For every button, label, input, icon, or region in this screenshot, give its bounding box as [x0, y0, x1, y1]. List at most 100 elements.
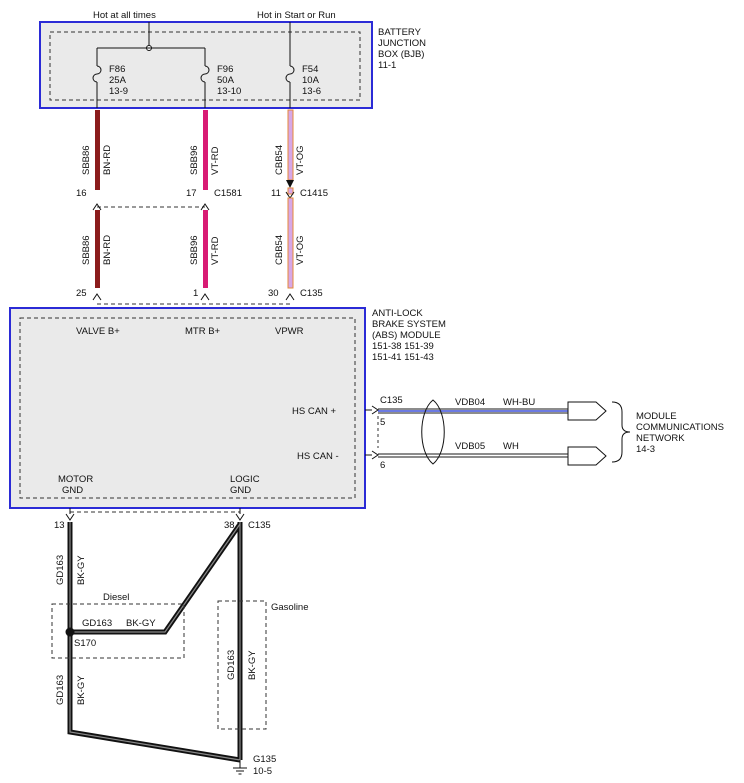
abs-title-line: ANTI-LOCK — [372, 308, 423, 319]
fuse-name: F54 — [302, 64, 318, 75]
pin-17-label: 17 — [186, 188, 197, 199]
connector-pin1-symbol — [200, 293, 210, 301]
hs-can-plus-label: HS CAN + — [292, 406, 337, 417]
connector-pin30-symbol — [285, 293, 295, 301]
bjb-title-line: JUNCTION — [378, 38, 426, 49]
color-label: VT-OG — [295, 145, 306, 175]
circuit-label: GD163 — [226, 650, 237, 680]
wire-cbb54-stub — [287, 187, 294, 195]
abs-title-line: 151-38 151-39 — [372, 341, 434, 352]
wire-cbb54-upper — [287, 109, 294, 181]
abs-module-title: ANTI-LOCK BRAKE SYSTEM (ABS) MODULE 151-… — [372, 308, 446, 363]
fuse-f96-symbol — [200, 65, 210, 83]
fuse-f96-label: F96 50A 13-10 — [217, 64, 241, 97]
circuit-label: SBB86 — [81, 235, 92, 265]
pin-6-label: 6 — [380, 460, 385, 471]
hs-can-minus-label: HS CAN - — [297, 451, 339, 462]
network-title-line: COMMUNICATIONS — [636, 422, 724, 433]
motor-gnd-label: MOTOR — [58, 474, 93, 485]
vpwr-label: VPWR — [275, 326, 304, 337]
connector-c1581-label: C1581 — [214, 188, 242, 199]
hot-in-start-or-run-label: Hot in Start or Run — [257, 10, 336, 21]
wire-vdb04-circuit-label: VDB04 — [455, 397, 485, 408]
wire-vdb05-circuit-label: VDB05 — [455, 441, 485, 452]
wire-sbb96-lower — [203, 210, 208, 288]
color-label: BK-GY — [247, 650, 258, 680]
pin-13-label: 13 — [54, 520, 65, 531]
wire-gd163-diesel-color-label: BK-GY — [126, 618, 156, 629]
wire-sbb86-lower — [95, 210, 100, 288]
circuit-label: SBB96 — [189, 235, 200, 265]
circuit-label: SBB86 — [81, 145, 92, 175]
bjb-title-line: BATTERY — [378, 27, 422, 38]
connector-c1415-arrow — [286, 180, 294, 188]
ground-wires — [67, 522, 243, 763]
circuit-label: CBB54 — [274, 235, 285, 265]
abs-module-inner-outline — [19, 317, 356, 499]
wire-gd163-diesel-circuit-label: GD163 — [82, 618, 112, 629]
fuse-ref: 13-6 — [302, 86, 321, 97]
network-brace — [611, 401, 631, 463]
wire-label-sbb96-lower: SBB96 VT-RD — [189, 235, 221, 265]
circuit-label: SBB96 — [189, 145, 200, 175]
hot-at-all-times-label: Hot at all times — [93, 10, 156, 21]
connector-pin17-symbol — [200, 203, 210, 211]
pin-16-label: 16 — [76, 188, 87, 199]
wire-gd163-diesel — [70, 522, 243, 635]
fuse-ref: 13-10 — [217, 86, 241, 97]
color-label: BN-RD — [102, 145, 113, 175]
wire-vdb04-color-label: WH-BU — [503, 397, 535, 408]
connector-pin25-symbol — [92, 293, 102, 301]
network-title-line: MODULE — [636, 411, 677, 422]
circuit-label: CBB54 — [274, 145, 285, 175]
wire-gd163-diesel-tracer — [70, 523, 241, 633]
pin-38-label: 38 — [224, 520, 235, 531]
logic-gnd-label: LOGIC — [230, 474, 260, 485]
network-arrow-plus — [567, 401, 607, 421]
network-connector-label: C135 — [380, 395, 403, 406]
bjb-title-line: 11-1 — [378, 60, 396, 71]
pin-5-label: 5 — [380, 417, 385, 428]
network-arrow-minus — [567, 446, 607, 466]
gasoline-option-box — [217, 600, 267, 730]
color-label: VT-RD — [210, 146, 221, 175]
gasoline-label: Gasoline — [271, 602, 309, 613]
valve-b-plus-label: VALVE B+ — [76, 326, 120, 337]
wire-sbb86-upper — [95, 110, 100, 190]
color-label: VT-OG — [295, 235, 306, 265]
wire-label-cbb54-upper: CBB54 VT-OG — [274, 145, 306, 175]
bjb-box — [39, 21, 373, 109]
fuse-amps: 25A — [109, 75, 127, 86]
pin-11-label: 11 — [271, 188, 281, 199]
circuit-label: GD163 — [55, 675, 66, 705]
color-label: VT-RD — [210, 236, 221, 265]
twisted-pair-symbol — [421, 399, 445, 465]
color-label: BN-RD — [102, 235, 113, 265]
connector-c135-top-label: C135 — [300, 288, 323, 299]
wire-cbb54-lower — [287, 197, 294, 289]
fuse-f54-label: F54 10A 13-6 — [302, 64, 321, 97]
fuse-name: F86 — [109, 64, 125, 75]
fuse-name: F96 — [217, 64, 233, 75]
connector-pin16-symbol — [92, 203, 102, 211]
fuse-f86-label: F86 25A 13-9 — [109, 64, 128, 97]
wire-label-gd163-gasoline: GD163 BK-GY — [226, 650, 258, 680]
connector-pin5-symbol — [371, 405, 379, 415]
abs-module-box — [9, 307, 366, 509]
connector-pin13-symbol — [65, 513, 75, 521]
bjb-title-line: BOX (BJB) — [378, 49, 424, 60]
network-title: MODULE COMMUNICATIONS NETWORK 14-3 — [636, 411, 724, 455]
logic-gnd-label: GND — [230, 485, 251, 496]
wire-label-sbb86-lower: SBB86 BN-RD — [81, 235, 113, 265]
splice-s170-label: S170 — [74, 638, 96, 649]
pin-30-label: 30 — [268, 288, 279, 299]
fuse-amps: 50A — [217, 75, 235, 86]
pin-1-label: 1 — [193, 288, 198, 299]
diesel-option-box — [51, 603, 185, 659]
connector-pin6-symbol — [371, 450, 379, 460]
connector-pin38-symbol — [235, 513, 245, 521]
splice-s170-dot — [65, 627, 75, 637]
pin-25-label: 25 — [76, 288, 87, 299]
fuse-f54-symbol — [285, 65, 295, 83]
fuse-amps: 10A — [302, 75, 320, 86]
